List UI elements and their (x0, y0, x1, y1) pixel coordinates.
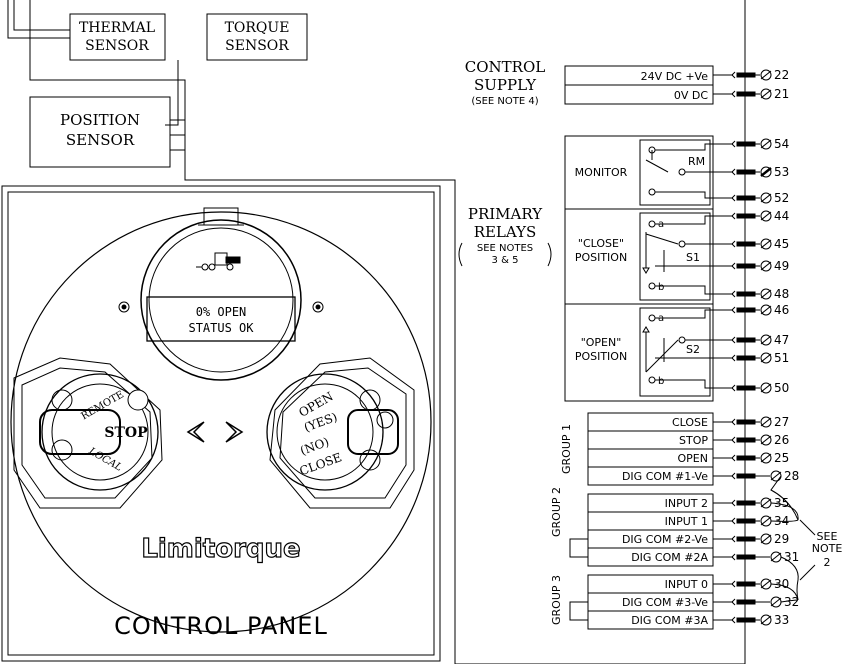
terminal-number: 44 (774, 209, 789, 223)
terminal-number: 35 (774, 496, 789, 510)
group-row-label: INPUT 0 (665, 578, 708, 591)
s1-contact-b: b (658, 282, 664, 293)
display-line-2: STATUS OK (188, 321, 254, 335)
svg-text:SEE: SEE (817, 530, 838, 543)
terminal-number: 50 (774, 381, 789, 395)
group-row-label: DIG COM #3-Ve (622, 596, 708, 609)
terminal-number: 28 (784, 469, 799, 483)
open-close-knob[interactable]: OPEN (YES) (NO) CLOSE (266, 357, 415, 509)
group-row-label: CLOSE (672, 416, 708, 429)
display-line-1: 0% OPEN (196, 305, 247, 319)
svg-text:NOTE: NOTE (812, 542, 843, 555)
terminal-number: 31 (784, 550, 799, 564)
group-row-label: DIG COM #2-Ve (622, 533, 708, 546)
control-supply-section: CONTROL SUPPLY (SEE NOTE 4) 24V DC +Ve 0… (465, 58, 714, 107)
see-note-2: SEE NOTE 2 (812, 530, 843, 569)
torque-sensor: TORQUE SENSOR (206, 13, 308, 61)
group-1: CLOSE STOP OPEN DIG COM #1-Ve GROUP 1 (560, 412, 714, 486)
group-row-label: STOP (679, 434, 708, 447)
torque-label-1: TORQUE (225, 20, 290, 36)
control-supply-title-1: CONTROL (465, 58, 545, 76)
thermal-label-2: SENSOR (85, 38, 149, 54)
monitor-label: MONITOR (575, 166, 628, 179)
s2-contact-b: b (658, 376, 664, 387)
terminal-number: 30 (774, 577, 789, 591)
terminal-number: 27 (774, 415, 789, 429)
local-remote-stop-knob[interactable]: REMOTE STOP LOCAL (13, 357, 163, 509)
sensor-wiring (7, 0, 746, 664)
terminal-number: 22 (774, 68, 789, 82)
terminal-strip (713, 69, 799, 626)
terminal-number: 47 (774, 333, 789, 347)
group-row-label: DIG COM #2A (631, 551, 708, 564)
terminal-number: 49 (774, 259, 789, 273)
terminal-number: 32 (784, 595, 799, 609)
terminal-number: 34 (774, 514, 789, 528)
close-position-label-1: "CLOSE" (578, 237, 624, 250)
navigation-arrows-icon[interactable] (186, 421, 244, 443)
terminal-number: 51 (774, 351, 789, 365)
supply-row-label: 24V DC +Ve (641, 70, 709, 83)
group-row-label: INPUT 1 (665, 515, 708, 528)
open-position-label-2: POSITION (575, 350, 627, 363)
terminal-number: 52 (774, 191, 789, 205)
group-row-label: INPUT 2 (665, 497, 708, 510)
terminal-number: 54 (774, 137, 789, 151)
terminal-number: 25 (774, 451, 789, 465)
primary-relays-title: PRIMARY RELAYS SEE NOTES 3 & 5 (458, 205, 552, 267)
terminal-number: 48 (774, 287, 789, 301)
terminal-number: 33 (774, 613, 789, 627)
relay-s1-label: S1 (686, 251, 700, 264)
thermal-sensor: THERMAL SENSOR (69, 13, 166, 61)
control-panel: 0% OPEN STATUS OK REMOTE STOP LOCAL (1, 185, 441, 662)
position-label-1: POSITION (60, 111, 140, 129)
position-sensor: POSITION SENSOR (29, 96, 171, 168)
primary-relays-title-2: RELAYS (474, 223, 537, 241)
relays-note-1: SEE NOTES (477, 243, 533, 254)
terminal-number: 26 (774, 433, 789, 447)
control-supply-title-2: SUPPLY (474, 76, 537, 94)
relay-rm-label: RM (688, 155, 705, 168)
relay-s2-label: S2 (686, 343, 700, 356)
group-2-label: GROUP 2 (550, 487, 563, 537)
control-supply-note: (SEE NOTE 4) (471, 96, 538, 107)
terminal-numbers: 22 21 54 53 52 44 45 49 48 46 47 51 50 2… (774, 68, 799, 627)
svg-text:2: 2 (824, 556, 831, 569)
s1-contact-a: a (658, 219, 664, 230)
group-row-label: OPEN (678, 452, 708, 465)
plug-icon (196, 252, 241, 271)
terminal-number: 46 (774, 303, 789, 317)
group-3: INPUT 0 DIG COM #3-Ve DIG COM #3A GROUP … (550, 574, 714, 630)
knob-left-center-label: STOP (104, 425, 148, 441)
panel-caption: CONTROL PANEL (114, 612, 328, 640)
brand-logo: Limitorque (141, 534, 300, 564)
s2-contact-a: a (658, 313, 664, 324)
status-display (146, 296, 296, 342)
position-label-2: SENSOR (66, 131, 135, 149)
group-2: INPUT 2 INPUT 1 DIG COM #2-Ve DIG COM #2… (550, 487, 714, 567)
supply-row-label: 0V DC (674, 89, 708, 102)
close-position-label-2: POSITION (575, 251, 627, 264)
relays-note-2: 3 & 5 (492, 255, 519, 266)
relay-blocks: MONITOR "CLOSE" POSITION "OPEN" POSITION… (564, 135, 733, 402)
group-1-label: GROUP 1 (560, 424, 573, 474)
terminal-number: 45 (774, 237, 789, 251)
group-3-label: GROUP 3 (550, 575, 563, 625)
terminal-number: 53 (774, 165, 789, 179)
thermal-label-1: THERMAL (79, 20, 155, 36)
open-position-label-1: "OPEN" (581, 336, 622, 349)
primary-relays-title-1: PRIMARY (468, 205, 543, 223)
torque-label-2: SENSOR (225, 38, 289, 54)
terminal-number: 29 (774, 532, 789, 546)
group-row-label: DIG COM #3A (631, 614, 708, 627)
terminal-number: 21 (774, 87, 789, 101)
group-row-label: DIG COM #1-Ve (622, 470, 708, 483)
